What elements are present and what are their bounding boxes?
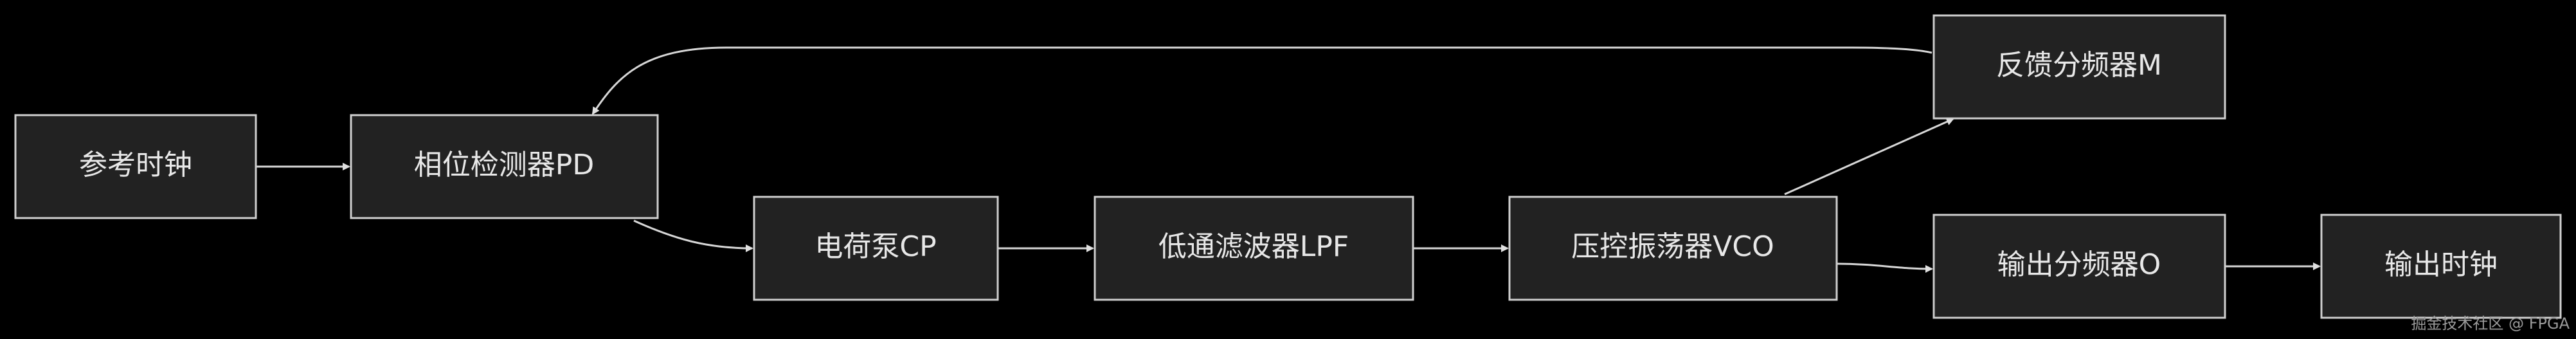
edge-vco-to-fbdiv <box>1785 119 1953 194</box>
node-feedback-divider-label: 反馈分频器M <box>1996 49 2162 82</box>
node-low-pass-filter-label: 低通滤波器LPF <box>1158 230 1349 263</box>
node-vco: 压控振荡器VCO <box>1509 197 1837 300</box>
edge-fbdiv-to-pd <box>593 48 1932 114</box>
node-output-clock: 输出时钟 <box>2321 215 2561 318</box>
edge-pd-to-cp <box>634 221 752 248</box>
node-output-divider: 输出分频器O <box>1934 215 2225 318</box>
watermark: 掘金技术社区 @ FPGA <box>2411 311 2570 333</box>
node-output-divider-label: 输出分频器O <box>1997 248 2161 281</box>
node-charge-pump: 电荷泵CP <box>754 197 998 300</box>
node-charge-pump-label: 电荷泵CP <box>815 230 936 263</box>
node-feedback-divider: 反馈分频器M <box>1934 15 2225 118</box>
node-ref-clock: 参考时钟 <box>15 115 256 218</box>
node-phase-detector-label: 相位检测器PD <box>414 149 594 181</box>
node-low-pass-filter: 低通滤波器LPF <box>1095 197 1413 300</box>
node-vco-label: 压控振荡器VCO <box>1571 230 1774 263</box>
node-phase-detector: 相位检测器PD <box>351 115 658 218</box>
node-output-clock-label: 输出时钟 <box>2384 248 2498 281</box>
node-ref-clock-label: 参考时钟 <box>79 149 192 181</box>
edge-vco-to-outdiv <box>1837 264 1932 269</box>
